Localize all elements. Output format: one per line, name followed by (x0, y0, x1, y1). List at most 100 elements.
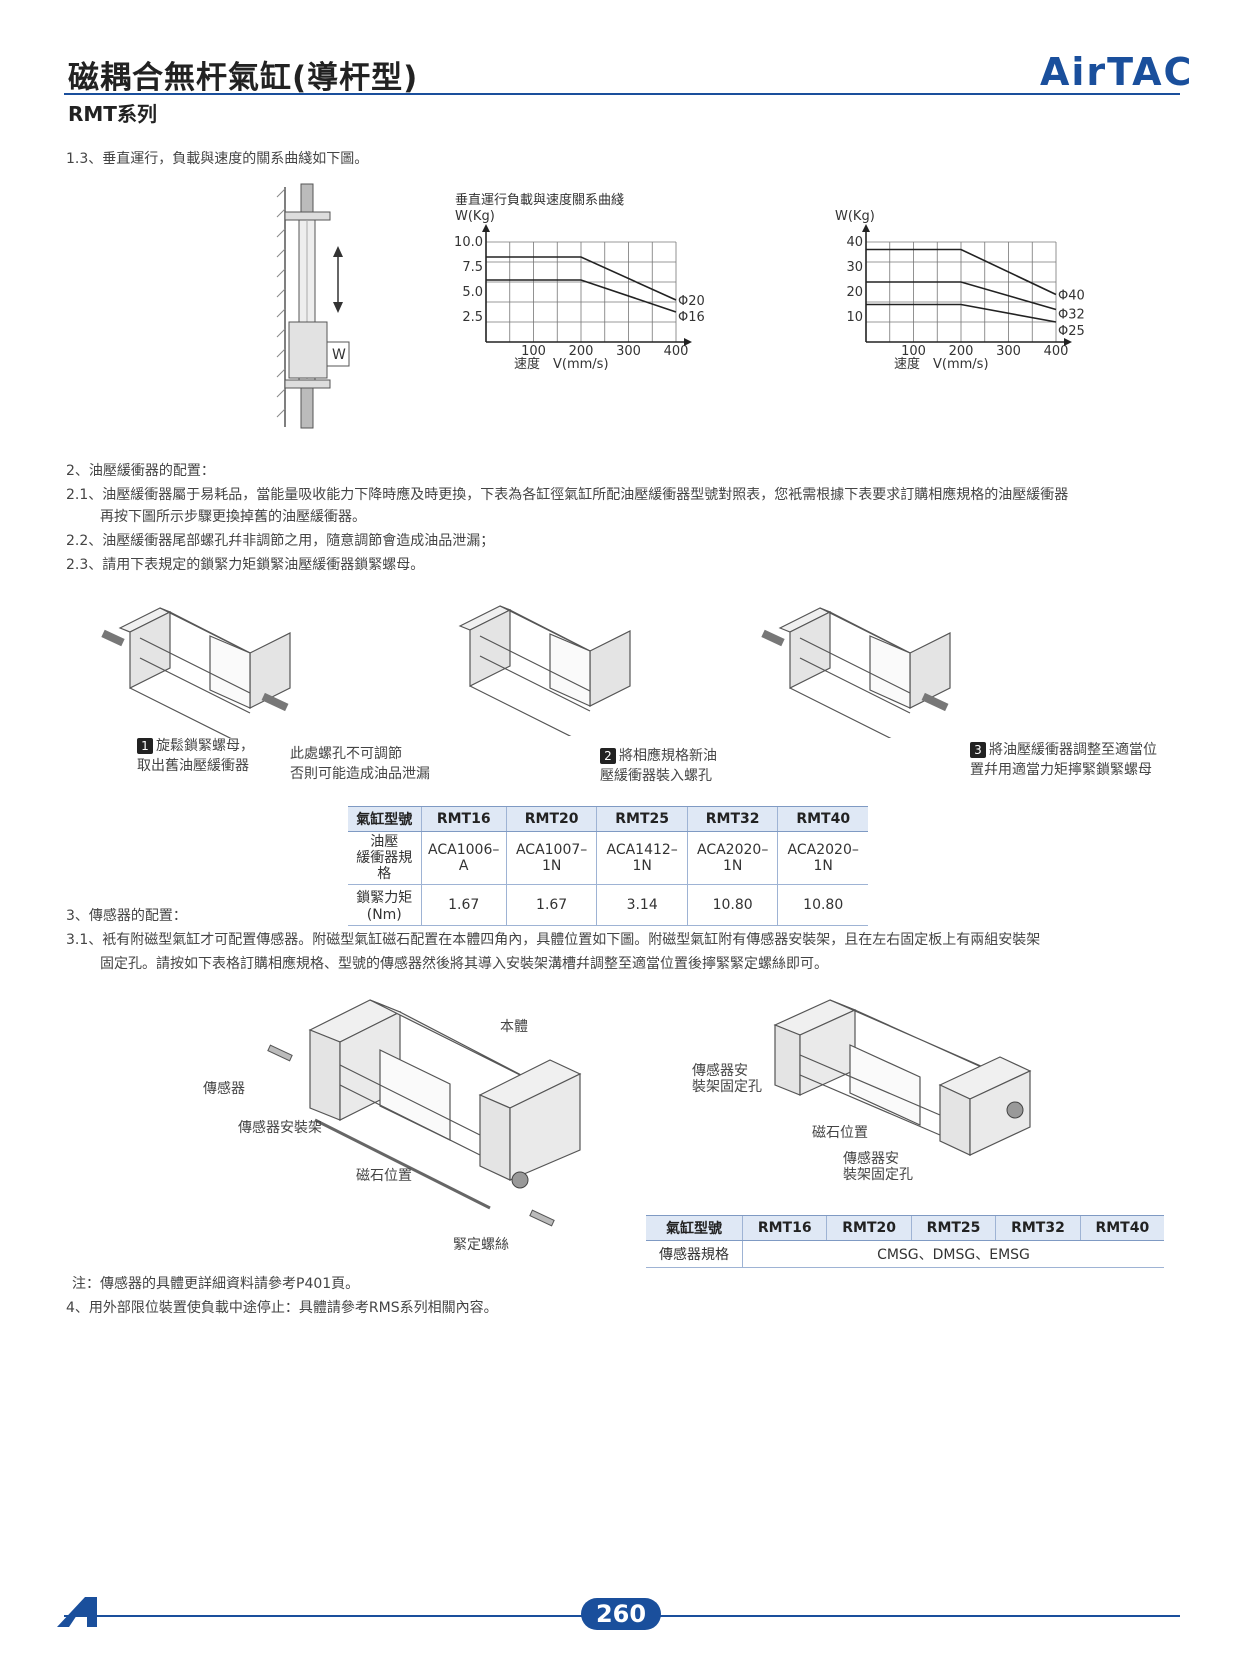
label-bracket-hole-2b: 裝架固定孔 (843, 1167, 913, 1183)
x-tick-label: 200 (569, 344, 594, 359)
section3-p1-cont: 固定孔。請按如下表格訂購相應規格、型號的傳感器然後將其導入安裝架溝槽幷調整至適當… (100, 956, 828, 972)
step3-text-b: 置幷用適當力矩擰緊鎖緊螺母 (970, 762, 1152, 778)
x-tick-label: 300 (996, 344, 1021, 359)
step3-number: 3 (970, 742, 986, 758)
table-row: 鎖緊力矩(Nm) 1.67 1.67 3.14 10.80 10.80 (348, 884, 868, 926)
label-sensor-bracket: 傳感器安裝架 (238, 1120, 322, 1136)
table-header: RMT25 (596, 806, 688, 832)
table-header: RMT20 (505, 806, 597, 832)
table-cell: ACA1006–A (420, 831, 507, 885)
table-cell: 3.14 (596, 884, 688, 926)
table-cell: ACA1007–1N (505, 831, 597, 885)
series-line (866, 248, 1057, 296)
note-sensor-reference: 注：傳感器的具體更詳細資料請參考P401頁。 (72, 1276, 360, 1292)
table-cell: ACA2020–1N (686, 831, 778, 885)
series-label: RMT系列 (68, 102, 157, 126)
series-line (866, 303, 1057, 323)
step1-text-b: 取出舊油壓緩衝器 (137, 758, 249, 774)
section2-p2: 2.2、油壓緩衝器尾部螺孔幷非調節之用，隨意調節會造成油品泄漏； (66, 533, 495, 549)
series-label: Φ40 (1058, 289, 1085, 304)
y-tick-label: 5.0 (462, 285, 483, 300)
table-header: RMT40 (777, 806, 868, 832)
table-header: RMT16 (420, 806, 507, 832)
cylinder-illustration-step1 (101, 607, 291, 738)
y-axis-label: W(Kg) (455, 209, 495, 224)
step2-text-b: 壓緩衝器裝入螺孔 (600, 768, 712, 784)
y-axis-arrow (862, 224, 870, 232)
table-cell: CMSG、DMSG、EMSG (742, 1240, 1164, 1268)
label-body: 本體 (500, 1019, 528, 1035)
series-line (486, 256, 677, 301)
table-row: 傳感器規格 CMSG、DMSG、EMSG (646, 1240, 1164, 1268)
series-label: Φ16 (678, 310, 705, 325)
row-label: 鎖緊力矩(Nm) (348, 884, 422, 926)
section2-p1: 2.1、油壓緩衝器屬于易耗品，當能量吸收能力下降時應及時更換，下表為各缸徑氣缸所… (66, 487, 1069, 503)
cylinder-illustration-step3 (761, 607, 951, 738)
series-label: Φ32 (1058, 308, 1085, 323)
series-line (866, 281, 1057, 311)
table-header: 氣缸型號 (348, 806, 422, 832)
section1-intro: 1.3、垂直運行，負載與速度的關系曲綫如下圖。 (66, 151, 369, 167)
row-label-b: 緩衝器規格 (356, 850, 413, 882)
y-axis-label: W(Kg) (835, 209, 875, 224)
y-tick-label: 30 (846, 260, 863, 275)
label-sensor: 傳感器 (203, 1081, 245, 1097)
row-label: 油壓緩衝器規格 (348, 831, 422, 885)
table-header-row: 氣缸型號 RMT16 RMT20 RMT25 RMT32 RMT40 (348, 806, 868, 832)
series-line (486, 279, 677, 313)
page-title: 磁耦合無杆氣缸(導杆型) (68, 60, 419, 96)
step1-text-a: 旋鬆鎖緊螺母， (156, 738, 254, 754)
chart-title: 垂直運行負載與速度關系曲綫 (455, 192, 624, 208)
table-cell: ACA2020–1N (777, 831, 868, 885)
note-text-a: 此處螺孔不可調節 (290, 746, 402, 762)
section2-p3: 2.3、請用下表規定的鎖緊力矩鎖緊油壓緩衝器鎖緊螺母。 (66, 557, 425, 573)
step1-number: 1 (137, 738, 153, 754)
table-cell: 1.67 (505, 884, 597, 926)
shock-absorber-table: 氣缸型號 RMT16 RMT20 RMT25 RMT32 RMT40 油壓緩衝器… (348, 806, 868, 926)
airtac-logo: AirTAC (1040, 50, 1194, 94)
table-header-row: 氣缸型號 RMT16 RMT20 RMT25 RMT32 RMT40 (646, 1215, 1164, 1241)
series-label: Φ25 (1058, 324, 1085, 339)
x-tick-label: 100 (901, 344, 926, 359)
y-tick-label: 2.5 (462, 310, 483, 325)
label-bracket-hole-2a: 傳感器安 (843, 1151, 899, 1167)
label-bracket-hole-1b: 裝架固定孔 (692, 1079, 762, 1095)
label-bracket-hole-1: 傳感器安 裝架固定孔 (692, 1063, 762, 1095)
step3-text-a: 將油壓緩衝器調整至適當位 (989, 742, 1157, 758)
table-header: RMT16 (741, 1215, 827, 1241)
y-tick-label: 7.5 (462, 260, 483, 275)
table-header: RMT32 (995, 1215, 1081, 1241)
label-magnet-position-2: 磁石位置 (812, 1125, 868, 1141)
y-axis-arrow (482, 224, 490, 232)
table-cell: 1.67 (420, 884, 507, 926)
step2-number: 2 (600, 748, 616, 764)
row-label: 傳感器規格 (646, 1240, 743, 1268)
x-tick-label: 400 (664, 344, 689, 359)
label-bracket-hole-2: 傳感器安 裝架固定孔 (843, 1151, 913, 1183)
sensor-config-illustration (267, 999, 582, 1227)
airtac-footer-mark-icon (57, 1597, 97, 1627)
table-cell: 10.80 (777, 884, 868, 926)
series-label: Φ20 (678, 294, 705, 309)
y-tick-label: 20 (846, 285, 863, 300)
table-row: 油壓緩衝器規格 ACA1006–A ACA1007–1N ACA1412–1N … (348, 831, 868, 885)
x-tick-label: 100 (521, 344, 546, 359)
x-tick-label: 300 (616, 344, 641, 359)
cylinder-illustration-step2 (458, 605, 631, 736)
y-tick-label: 10 (846, 310, 863, 325)
screw-hole-note: 此處螺孔不可調節 否則可能造成油品泄漏 (290, 743, 430, 783)
section3-p1: 3.1、衹有附磁型氣缸才可配置傳感器。附磁型氣缸磁石配置在本體四角內，具體位置如… (66, 932, 1041, 948)
table-header: RMT25 (910, 1215, 996, 1241)
x-tick-label: 200 (949, 344, 974, 359)
table-cell: ACA1412–1N (596, 831, 688, 885)
sensor-spec-table: 氣缸型號 RMT16 RMT20 RMT25 RMT32 RMT40 傳感器規格… (646, 1215, 1164, 1268)
table-header: 氣缸型號 (646, 1215, 743, 1241)
vertical-cylinder-diagram: W (276, 183, 350, 429)
table-header: RMT20 (826, 1215, 912, 1241)
x-axis-label: 速度 V(mm/s) (514, 356, 609, 370)
y-tick-label: 10.0 (454, 235, 483, 250)
